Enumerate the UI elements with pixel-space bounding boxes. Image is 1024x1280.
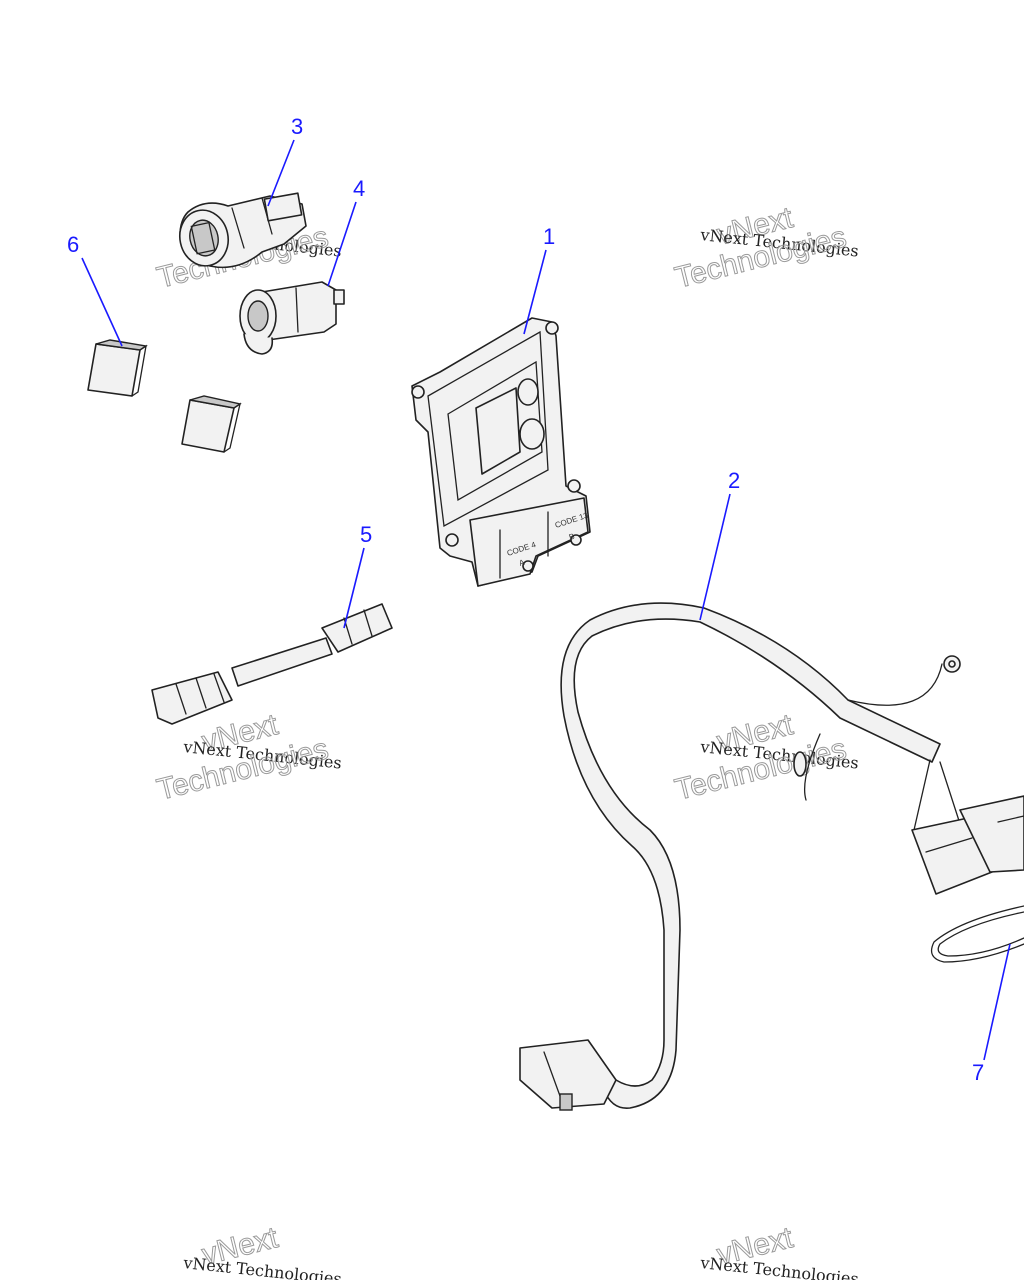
callout-3: 3 (291, 114, 303, 139)
leader-6 (81, 257, 123, 347)
svg-text:B: B (568, 532, 576, 542)
leader-5 (343, 547, 365, 629)
callout-7: 7 (972, 1060, 984, 1085)
callout-4: 4 (353, 176, 365, 201)
jumper-harness-part[interactable] (151, 603, 393, 725)
svg-text:A: A (518, 557, 526, 567)
ignition-switch-part[interactable] (175, 192, 307, 270)
leader-2 (699, 493, 731, 621)
leader-7 (983, 943, 1011, 1061)
watermark-middle-right: vNext vNext Technologies Technologies (671, 708, 859, 808)
leader-1 (523, 249, 547, 335)
watermark-bottom-left: vNext vNext Technologies (182, 1221, 343, 1280)
main-harness-part[interactable] (519, 602, 1024, 1111)
watermark-bottom-right: vNext vNext Technologies (699, 1221, 860, 1280)
leader-lines (81, 139, 1011, 1061)
leader-4 (327, 201, 357, 287)
callout-5: 5 (360, 522, 372, 547)
cable-tie-part[interactable] (930, 905, 1024, 963)
callout-labels: 1 2 3 4 5 6 7 (67, 114, 984, 1085)
rocker-switch-part[interactable] (87, 339, 242, 453)
watermark-top-right: vNext vNext Technologies Technologies (671, 201, 859, 296)
power-socket-part[interactable] (239, 281, 345, 355)
callout-2: 2 (728, 468, 740, 493)
watermark-middle-left: vNext vNext Technologies Technologies (153, 708, 342, 808)
leader-3 (267, 139, 295, 207)
ecu-module-part[interactable]: CODE 4 A CODE 13 B (411, 317, 591, 587)
callout-6: 6 (67, 232, 79, 257)
callout-1: 1 (543, 224, 555, 249)
